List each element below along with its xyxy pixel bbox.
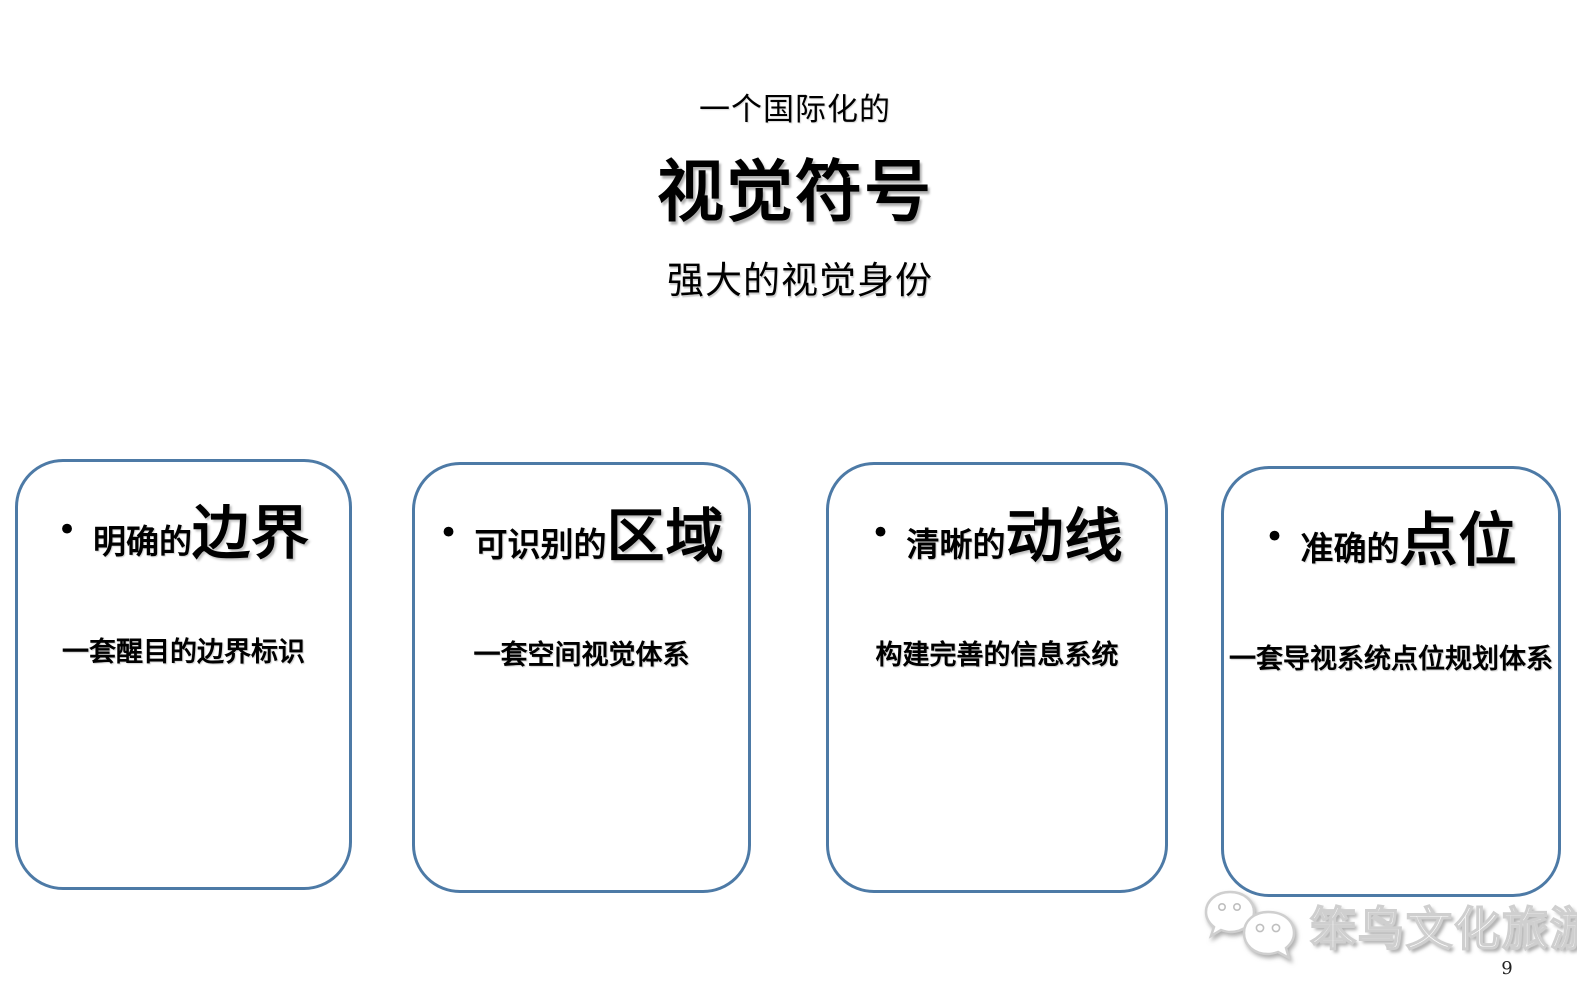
card-heading-prefix: 可识别的 [474,525,607,564]
card-heading-keyword: 点位 [1399,506,1518,574]
card-heading: • 清晰的 动线 [829,507,1165,566]
bullet-icon: • [870,512,891,553]
card-description: 构建完善的信息系统 [875,640,1119,671]
card-heading-prefix: 准确的 [1300,529,1400,568]
bullet-icon: • [56,509,78,550]
card-heading-prefix: 明确的 [93,522,193,561]
card-heading-keyword: 边界 [192,499,311,567]
card-description: 一套醒目的边界标识 [62,637,305,668]
card-heading-prefix: 清晰的 [906,525,1006,564]
card-boundary: • 明确的 边界 一套醒目的边界标识 [15,459,352,890]
card-heading: • 明确的 边界 [18,504,349,563]
watermark: 笨鸟文化旅游 [1198,884,1577,968]
card-heading-keyword: 动线 [1005,502,1124,570]
card-description: 一套导视系统点位规划体系 [1229,644,1553,675]
page-title: 视觉符号 [657,153,933,231]
card-zone: • 可识别的 区域 一套空间视觉体系 [412,462,751,893]
card-location: • 准确的 点位 一套导视系统点位规划体系 [1221,466,1561,897]
card-heading: • 可识别的 区域 [415,507,748,566]
wechat-icon [1204,890,1296,961]
card-circulation: • 清晰的 动线 构建完善的信息系统 [826,462,1168,893]
card-heading: • 准确的 点位 [1224,511,1558,570]
watermark-text: 笨鸟文化旅游 [1309,901,1577,957]
card-description: 一套空间视觉体系 [473,640,690,671]
bullet-icon: • [438,512,459,553]
title-eyebrow: 一个国际化的 [699,92,891,128]
bullet-icon: • [1264,516,1285,557]
page-number: 9 [1501,958,1513,979]
card-heading-keyword: 区域 [606,502,725,570]
page-subtitle: 强大的视觉身份 [667,259,933,302]
